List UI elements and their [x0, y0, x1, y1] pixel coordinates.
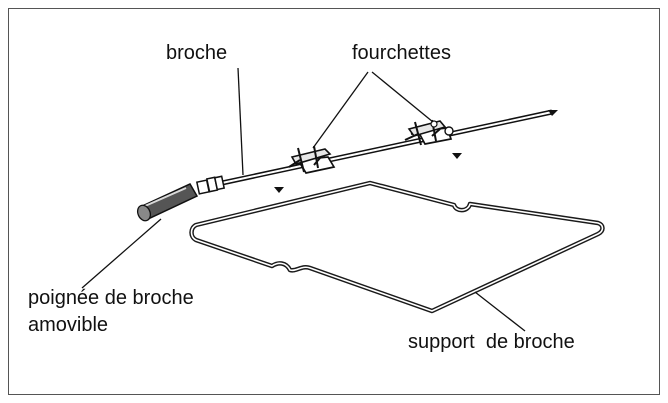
label-poignee-line1: poignée de broche — [28, 287, 194, 309]
leader-support — [474, 291, 526, 332]
label-support-de-broche: support de broche — [408, 331, 575, 353]
broche-rod — [195, 109, 558, 195]
support-tray-outline — [189, 180, 605, 314]
label-poignee-line2: amovible — [28, 314, 109, 336]
fourchette-1 — [288, 145, 336, 174]
leader-broche — [237, 67, 244, 176]
poignee-handle — [136, 183, 199, 222]
fourchette-2 — [404, 119, 454, 146]
leader-fourchettes-1 — [312, 71, 369, 149]
leader-fourchettes-2 — [371, 71, 434, 123]
leader-poignee — [81, 218, 162, 289]
down-arrow-left — [274, 187, 284, 193]
label-broche: broche — [166, 42, 228, 64]
label-fourchettes: fourchettes — [352, 42, 451, 64]
down-arrow-right — [452, 153, 462, 159]
diagram-frame — [8, 8, 660, 395]
